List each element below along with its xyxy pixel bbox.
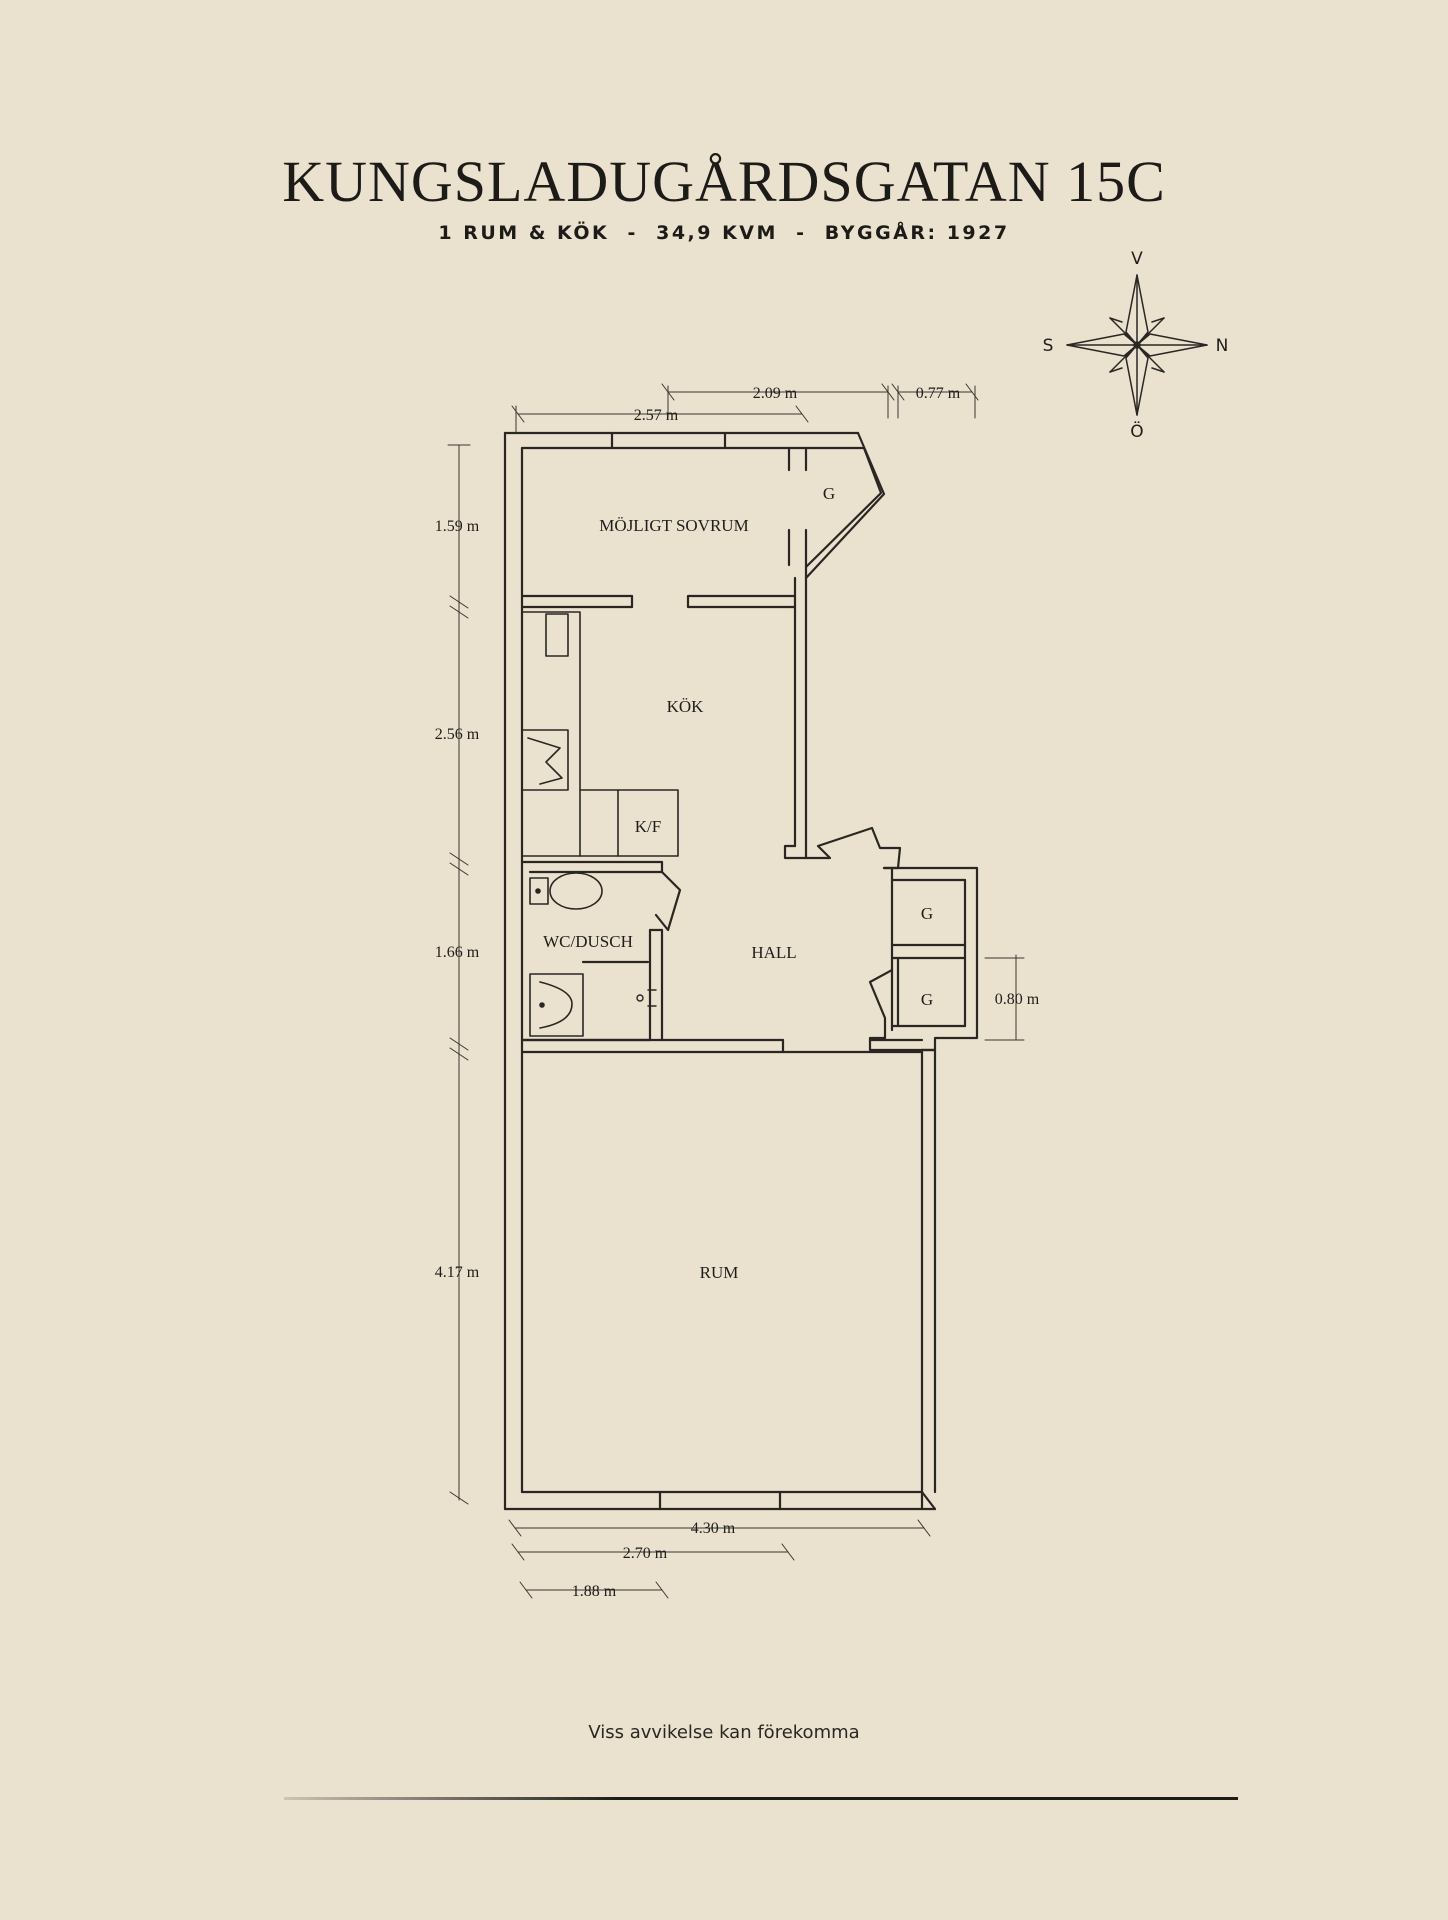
stove-icon [527,737,563,785]
compass-label-west: V [1131,249,1143,269]
sink-icon [529,973,584,1037]
dimension-bottom-a: 4.30 m [691,1520,736,1537]
dimension-top-c: 2.57 m [634,407,679,424]
dimension-top-a: 2.09 m [753,385,798,402]
room-label-kitchen: KÖK [667,697,705,716]
compass-label-south: S [1043,336,1054,356]
bathroom-walls [520,860,682,1042]
shower-drain-icon [636,989,657,1007]
dimension-lines [447,383,1025,1599]
room-label-closet-top: G [823,484,835,503]
dimension-top-b: 0.77 m [916,385,961,402]
dimension-bottom-c: 1.88 m [572,1583,617,1600]
room-label-bathroom: WC/DUSCH [543,932,633,951]
dimension-left-1: 1.59 m [435,518,480,535]
page-title: KUNGSLADUGÅRDSGATAN 15C [282,149,1166,214]
room-label-fridge: K/F [635,817,661,836]
outer-walls [503,431,979,1511]
property-summary: 1 RUM & KÖK - 34,9 KVM - BYGGÅR: 1927 [438,222,1010,244]
dimension-right-closet: 0.80 m [995,991,1040,1008]
compass-label-north: N [1216,336,1229,356]
dimension-bottom-b: 2.70 m [623,1545,668,1562]
dimension-left-2: 2.56 m [435,726,480,743]
toilet-icon [529,872,603,910]
room-label-living-room: RUM [700,1263,739,1282]
dimension-left-4: 4.17 m [435,1264,480,1281]
kitchen-counter [521,611,679,857]
room-label-closet-hall-1: G [921,904,933,923]
footer-divider [284,1797,1238,1800]
compass-label-east: Ö [1130,420,1143,442]
room-label-hall: HALL [751,943,796,962]
room-label-closet-hall-2: G [921,990,933,1009]
room-label-bedroom: MÖJLIGT SOVRUM [599,516,748,535]
disclaimer-text: Viss avvikelse kan förekomma [588,1722,860,1743]
compass-rose-icon [1066,274,1208,416]
dimension-left-3: 1.66 m [435,944,480,961]
